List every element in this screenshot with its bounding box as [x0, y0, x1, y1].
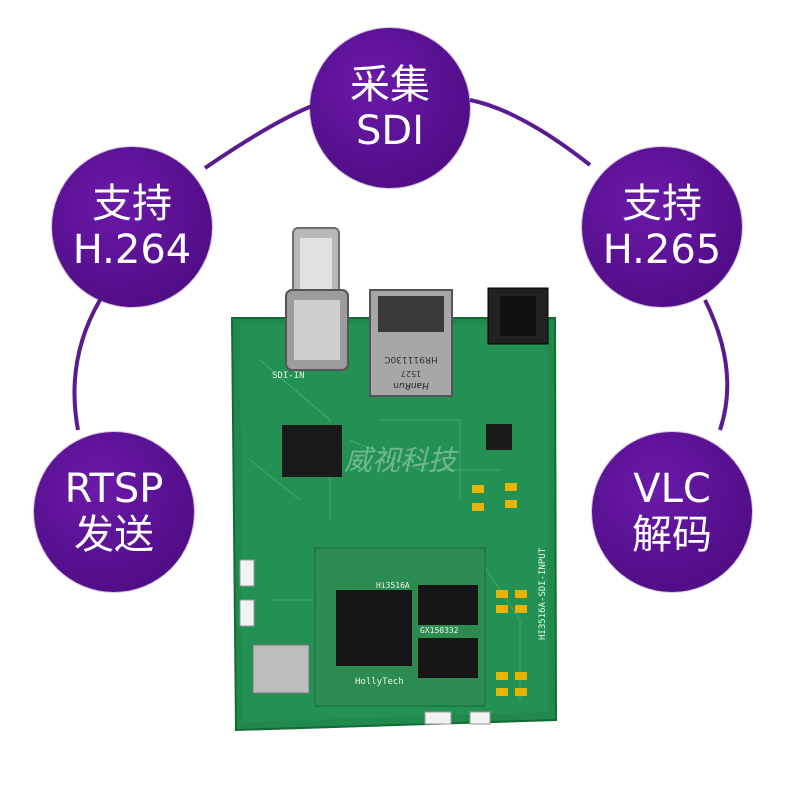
badge-h265: 支持 H.265 — [582, 147, 742, 307]
badge-h264: 支持 H.264 — [52, 147, 212, 307]
badge-vlc-line1: VLC — [633, 466, 711, 512]
badge-h265-line2: H.265 — [602, 227, 722, 273]
badge-rtsp: RTSP 发送 — [34, 432, 194, 592]
badge-h264-line1: 支持 — [92, 181, 172, 227]
badge-h265-line1: 支持 — [622, 181, 702, 227]
power-jack — [487, 287, 549, 345]
jack-code: 1527 — [401, 369, 421, 378]
capacitors — [472, 483, 527, 696]
badge-vlc: VLC 解码 — [592, 432, 752, 592]
badge-capture-sdi-line2: SDI — [356, 108, 424, 154]
connector-arc — [72, 98, 730, 431]
sdi-in-label: SDI-IN — [272, 371, 305, 381]
watermark: 威视科技 — [344, 444, 459, 477]
ram-chip-upper — [418, 585, 478, 625]
header-connectors — [239, 559, 491, 725]
badge-vlc-line2: 解码 — [632, 512, 712, 558]
badge-capture-sdi: 采集 SDI — [310, 28, 470, 188]
ram-chip-lower — [418, 638, 478, 678]
badge-rtsp-line2: 发送 — [74, 512, 154, 558]
ram-label: GX150332 — [420, 626, 459, 635]
jack-brand: HanRun — [393, 380, 429, 390]
badge-capture-sdi-line1: 采集 — [350, 62, 430, 108]
soc-label: Hi3516A — [376, 581, 410, 590]
sd-card-slot — [252, 644, 310, 694]
bnc-connector — [285, 227, 349, 371]
maker-label: HollyTech — [355, 677, 404, 687]
soc-chip — [336, 590, 412, 666]
ethernet-jack: HR911130C 1527 HanRun — [369, 289, 453, 397]
jack-model: HR911130C — [384, 354, 438, 364]
edge-label: HI3516A-SDI-INPUT — [538, 547, 548, 640]
badge-h264-line2: H.264 — [72, 227, 192, 273]
chip-mid — [486, 424, 512, 450]
badge-rtsp-line1: RTSP — [64, 466, 164, 512]
chip-upper-left — [282, 425, 342, 477]
